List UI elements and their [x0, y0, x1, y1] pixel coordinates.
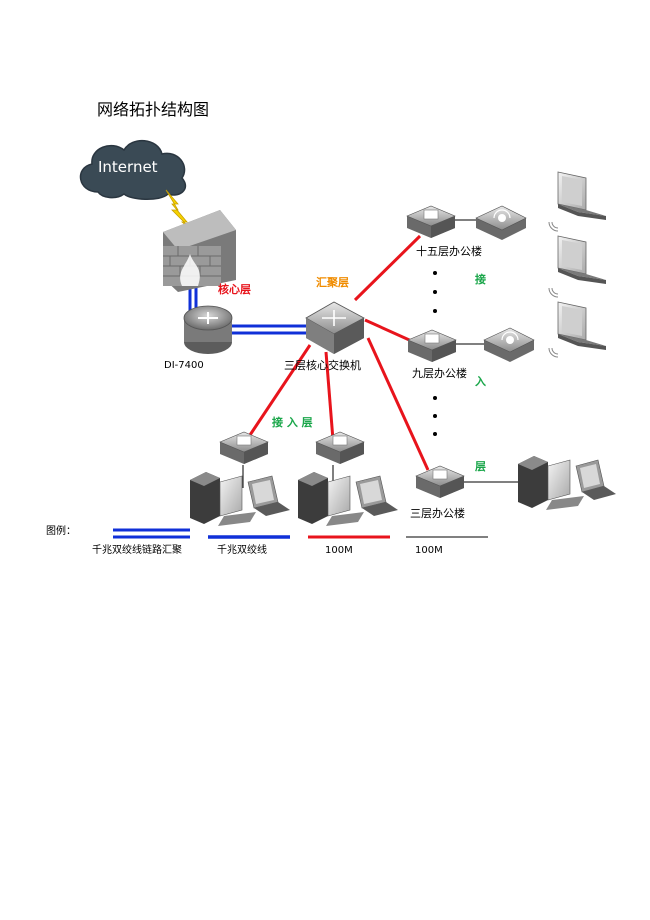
wireless-ap-icon	[475, 205, 527, 240]
cloud-label: Internet	[98, 158, 158, 176]
desktop-pc-icon	[298, 472, 398, 526]
ellipsis-dots-upper	[433, 271, 437, 313]
access-switch-icon	[407, 329, 457, 362]
links-core-access	[246, 234, 430, 471]
legend-label-black: 100M	[415, 545, 443, 556]
core-switch-icon	[305, 301, 365, 354]
access-switch-icon	[415, 465, 465, 498]
ellipsis-dots-lower	[433, 396, 437, 436]
desktop-pc-icon	[518, 456, 616, 510]
wireless-ap-icon	[483, 327, 535, 362]
firewall-icon	[163, 210, 236, 292]
legend-line-double-blue	[113, 528, 190, 539]
access-layer-vertical-2: 入	[475, 375, 486, 388]
page-title: 网络拓扑结构图	[97, 100, 210, 119]
legend-label-red: 100M	[325, 545, 353, 556]
links-thin	[242, 219, 528, 488]
access-switch-icon	[315, 431, 365, 464]
aggregation-layer-label: 汇聚层	[316, 276, 349, 289]
laptop-icon	[557, 235, 606, 284]
core-switch-label: 三层核心交换机	[284, 359, 361, 372]
router-icon	[183, 305, 233, 354]
legend-label-double-blue: 千兆双绞线链路汇聚	[92, 545, 182, 556]
lightning-icon	[165, 189, 195, 233]
laptop-icon	[557, 301, 606, 350]
desktop-pc-icon	[190, 472, 290, 526]
cloud-icon	[79, 140, 187, 200]
router-label: DI-7400	[164, 360, 204, 371]
building-15-label: 十五层办公楼	[416, 245, 482, 258]
link-router-core	[232, 324, 308, 335]
access-layer-vertical-1: 接	[475, 273, 486, 286]
access-layer-label: 接 入 层	[272, 416, 313, 429]
building-9-label: 九层办公楼	[412, 367, 467, 380]
wifi-waves-icon	[548, 221, 559, 358]
legend-label-single-blue: 千兆双绞线	[217, 545, 267, 556]
building-3-label: 三层办公楼	[410, 507, 465, 520]
core-layer-label: 核心层	[218, 283, 251, 296]
access-switch-icon	[406, 205, 456, 238]
access-layer-vertical-3: 层	[475, 460, 486, 473]
laptop-icon	[557, 171, 606, 220]
access-switch-icon	[219, 431, 269, 464]
legend-heading: 图例：	[46, 526, 76, 537]
